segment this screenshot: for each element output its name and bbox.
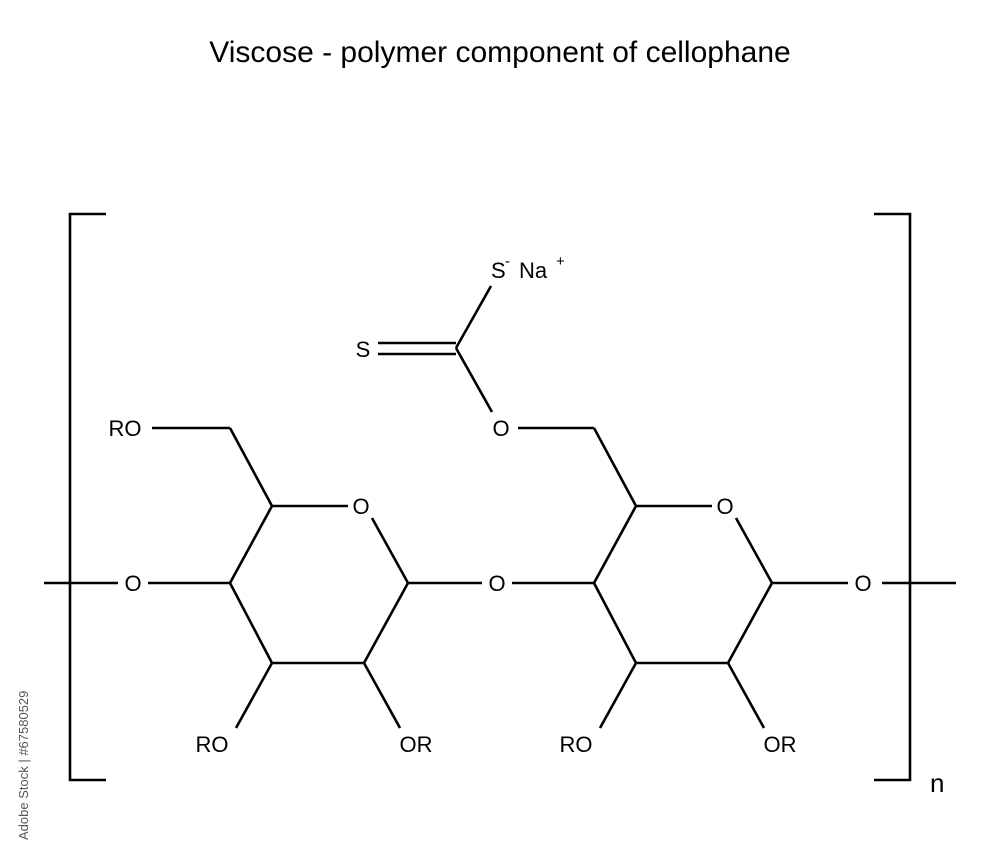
bond-c-s-minus: [454, 285, 493, 349]
label-or-ring-1: OR: [400, 732, 433, 757]
bond-r1-c1-c2: [362, 582, 410, 664]
atom-o-ring-1: O: [352, 494, 369, 519]
label-ro-top: RO: [109, 416, 142, 441]
bond-r2-c1-c2: [726, 582, 774, 664]
atom-s-minus: S: [491, 258, 506, 283]
xanthate-group: [378, 285, 494, 413]
glucose-ring-1: [148, 426, 482, 729]
bond-r2-c2-or: [726, 662, 766, 729]
atom-o-bridge: O: [488, 571, 505, 596]
bond-r1-c4-c5: [228, 505, 274, 584]
label-or-ring-2: OR: [764, 732, 797, 757]
atom-o-left: O: [124, 571, 141, 596]
charge-na: +: [556, 253, 565, 270]
atom-na: Na: [519, 258, 548, 283]
charge-s-minus: -: [505, 253, 510, 270]
bond-r2-c4-c5: [592, 505, 638, 584]
diagram-title: Viscose - polymer component of cellophan…: [209, 36, 790, 69]
bond-o-c-xanthate: [454, 347, 494, 413]
bond-r1-c2-or: [362, 662, 402, 729]
bond-r1-c3-c4: [228, 582, 274, 664]
atom-o-ring-2: O: [716, 494, 733, 519]
label-ro-ring-1: RO: [196, 732, 229, 757]
left-bracket: [68, 212, 106, 782]
atom-o-xanthate: O: [492, 416, 509, 441]
repeat-unit-n: n: [930, 768, 944, 798]
atom-s-double: S: [356, 337, 371, 362]
right-bracket: [874, 212, 912, 782]
bond-r2-c3-ro: [598, 662, 638, 729]
side-credit-text: Adobe Stock | #67580529: [16, 691, 31, 840]
atom-o-right: O: [854, 571, 871, 596]
label-ro-ring-2: RO: [560, 732, 593, 757]
bond-r1-c5-c6: [228, 427, 274, 507]
bond-r2-o-c1: [734, 517, 774, 584]
bond-r2-c5-c6: [592, 427, 638, 507]
bond-r1-c3-ro: [234, 662, 274, 729]
bond-r1-o-c1: [370, 517, 410, 584]
atom-labels: S - Na + S O RO O O O O O RO OR RO OR n: [109, 253, 945, 798]
bond-r2-c3-c4: [592, 582, 638, 664]
glucose-ring-2: [512, 426, 848, 729]
